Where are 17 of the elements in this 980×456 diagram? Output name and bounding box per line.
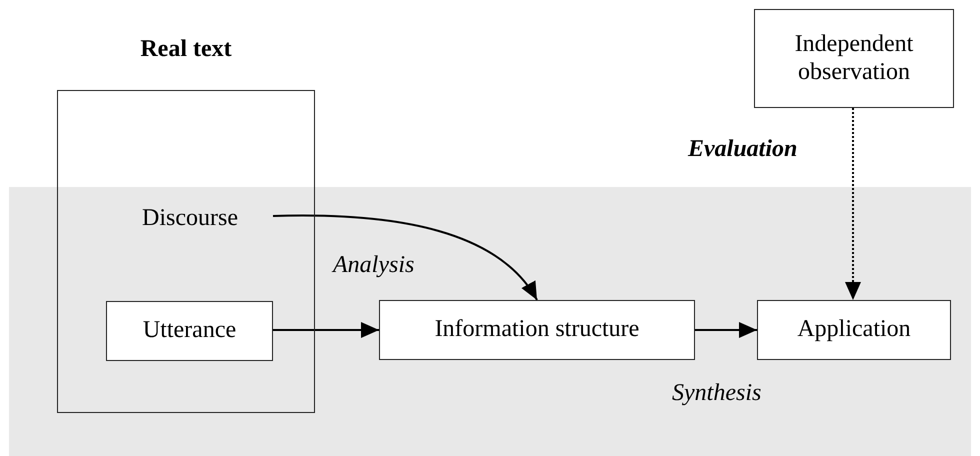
annotation-label: Evaluation xyxy=(688,136,798,163)
process-box xyxy=(106,301,273,361)
box-label: Independent observation xyxy=(794,30,914,86)
node-text: Discourse xyxy=(123,201,257,237)
annotation-label: Analysis xyxy=(333,252,414,279)
annotation-label: Synthesis xyxy=(672,380,762,407)
box-label: Utterance xyxy=(142,317,236,345)
arrow xyxy=(845,108,861,300)
process-box xyxy=(757,300,951,360)
group-heading: Real text xyxy=(139,36,233,64)
box-label: Application xyxy=(797,316,911,344)
process-box xyxy=(379,300,695,360)
box-label: Information structure xyxy=(434,316,640,344)
process-box xyxy=(754,9,954,108)
arrow xyxy=(272,322,379,338)
arrow xyxy=(695,322,757,338)
arrow xyxy=(272,214,538,301)
